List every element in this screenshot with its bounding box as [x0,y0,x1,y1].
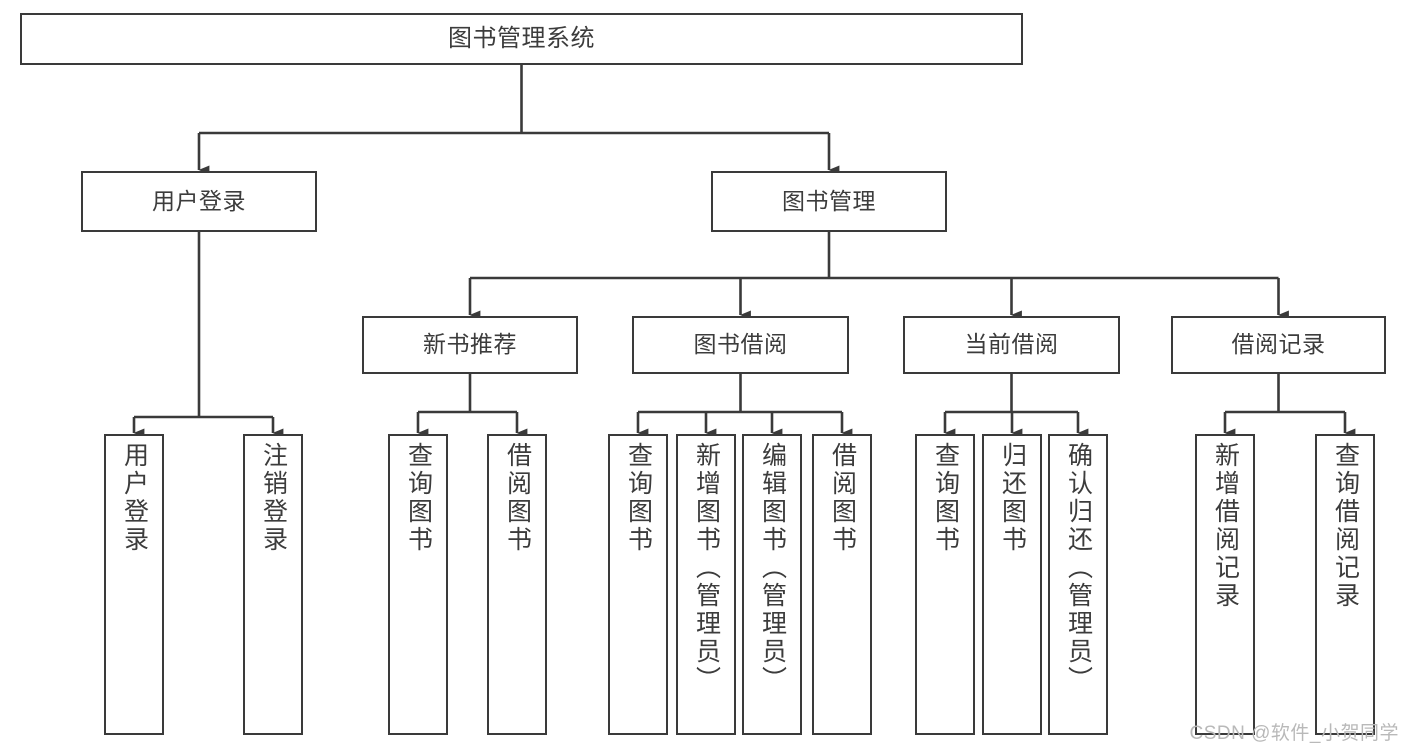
node-leaf_4[interactable]: 查询图书 [608,434,668,735]
node-leaf_8[interactable]: 查询图书 [915,434,975,735]
node-l3_3[interactable]: 借阅记录 [1171,316,1386,374]
node-l3_0[interactable]: 新书推荐 [362,316,578,374]
node-label: 图书借阅 [693,331,788,358]
node-leaf_0[interactable]: 用户登录 [104,434,164,735]
node-label: 借阅记录 [1231,331,1326,358]
node-leaf_9[interactable]: 归还图书 [982,434,1042,735]
node-label: 用户登录 [152,187,246,214]
node-leaf_11[interactable]: 新增借阅记录 [1195,434,1255,735]
node-label: 借阅图书 [828,442,857,554]
csdn-watermark: CSDN @软件_小贺同学 [1189,723,1399,744]
node-label: 借阅图书 [503,442,532,554]
node-label: 图书管理 [782,187,876,214]
node-l3_2[interactable]: 当前借阅 [903,316,1120,374]
node-label: 注销登录 [259,442,288,554]
node-leaf_7[interactable]: 借阅图书 [812,434,872,735]
node-label: 当前借阅 [964,331,1059,358]
node-label: 查询图书 [624,442,653,554]
node-l3_1[interactable]: 图书借阅 [632,316,849,374]
node-label: 查询借阅记录 [1331,442,1360,610]
node-leaf_6[interactable]: 编辑图书（管理员） [742,434,802,735]
node-leaf_1[interactable]: 注销登录 [243,434,303,735]
node-l2_0[interactable]: 用户登录 [81,171,317,232]
node-label: 编辑图书（管理员） [758,442,787,694]
node-label: 新增借阅记录 [1211,442,1240,610]
node-label: 新增图书（管理员） [692,442,721,694]
node-leaf_5[interactable]: 新增图书（管理员） [676,434,736,735]
node-l2_1[interactable]: 图书管理 [711,171,947,232]
node-label: 查询图书 [931,442,960,554]
node-label: 查询图书 [404,442,433,554]
node-label: 新书推荐 [423,331,517,358]
node-label: 用户登录 [120,442,149,554]
node-leaf_10[interactable]: 确认归还（管理员） [1048,434,1108,735]
node-leaf_3[interactable]: 借阅图书 [487,434,547,735]
node-label: 归还图书 [998,442,1027,554]
node-label: 确认归还（管理员） [1064,442,1093,694]
node-label: 图书管理系统 [448,24,595,52]
node-root[interactable]: 图书管理系统 [20,13,1023,65]
node-leaf_12[interactable]: 查询借阅记录 [1315,434,1375,735]
node-leaf_2[interactable]: 查询图书 [388,434,448,735]
